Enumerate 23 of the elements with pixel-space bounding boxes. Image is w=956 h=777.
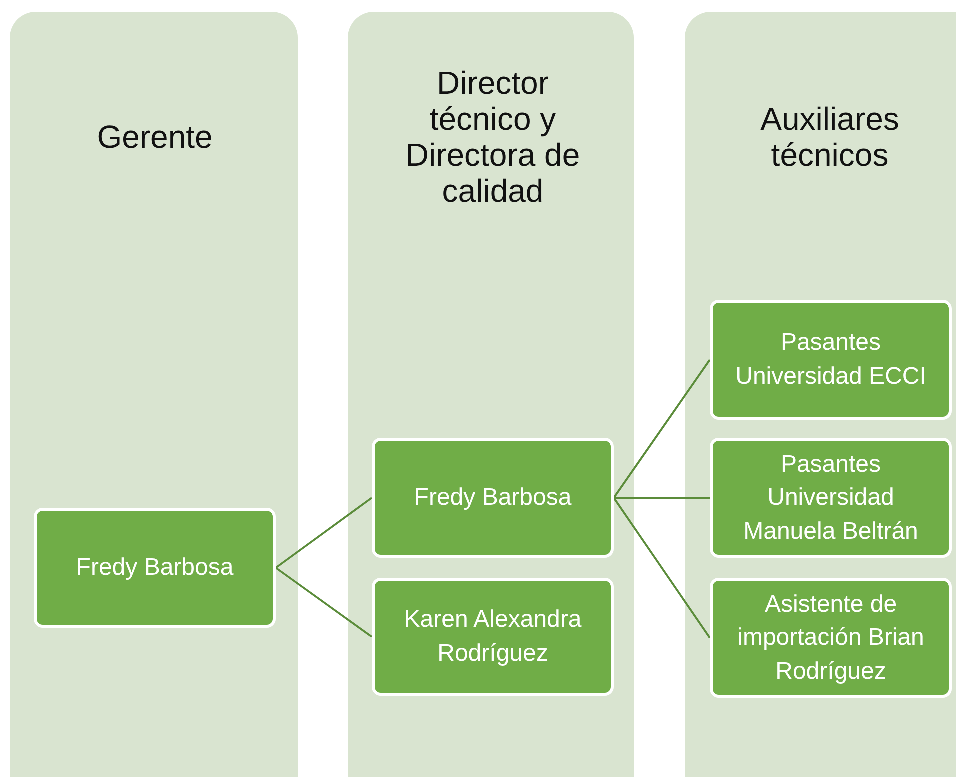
connector-line xyxy=(613,359,711,499)
column-heading: Auxiliares técnicos xyxy=(760,100,900,175)
person-box xyxy=(34,508,276,628)
person-label: Asistente de importación Brian Rodríguez xyxy=(736,590,926,687)
connector-line xyxy=(275,497,373,569)
person-label: Karen Alexandra Rodríguez xyxy=(403,605,583,669)
person-box xyxy=(710,438,952,558)
column-band xyxy=(348,12,634,777)
connector-line xyxy=(613,497,711,639)
column-heading: Director técnico y Directora de calidad xyxy=(404,64,582,212)
column-band xyxy=(10,12,298,777)
person-label: Fredy Barbosa xyxy=(414,483,572,514)
person-label: Pasantes Universidad ECCI xyxy=(734,328,928,392)
person-box xyxy=(372,578,614,696)
column-heading: Gerente xyxy=(96,118,214,157)
person-box xyxy=(710,300,952,420)
person-box xyxy=(710,578,952,698)
person-box xyxy=(372,438,614,558)
person-label: Fredy Barbosa xyxy=(76,553,234,584)
connector-line xyxy=(275,567,373,638)
connector-line xyxy=(614,497,710,499)
person-label: Pasantes Universidad Manuela Beltrán xyxy=(742,450,920,547)
column-band xyxy=(685,12,956,777)
